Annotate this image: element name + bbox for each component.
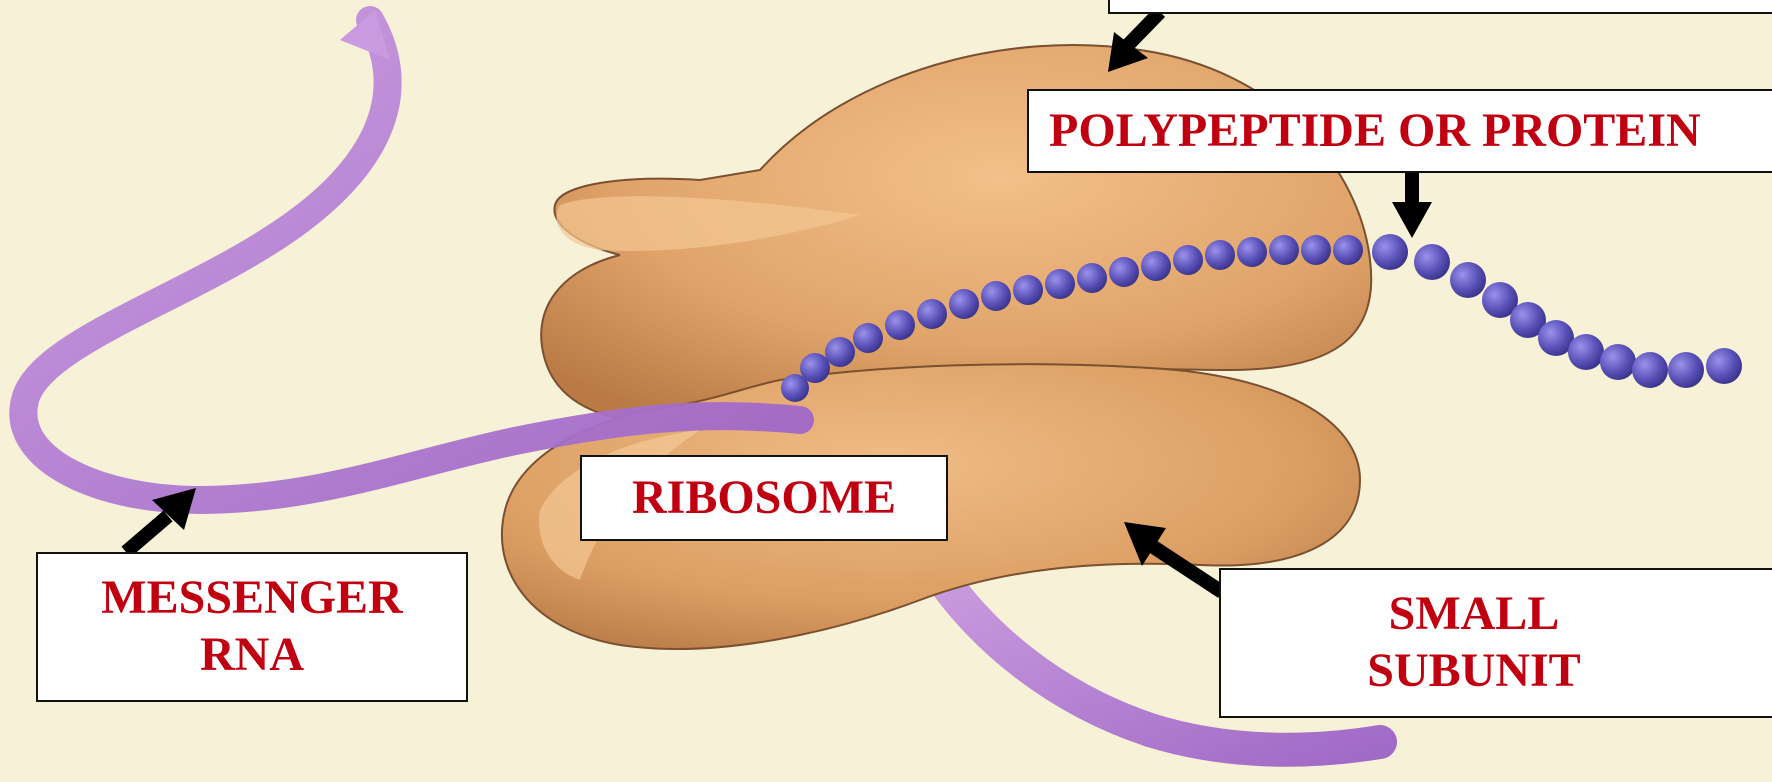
label-ribosome: RIBOSOME — [580, 455, 948, 541]
label-messenger-rna: MESSENGER RNA — [36, 552, 468, 702]
label-ribosome-text: RIBOSOME — [632, 470, 896, 527]
label-messenger-rna-text: MESSENGER RNA — [101, 570, 402, 683]
label-box-large-subunit — [1108, 0, 1772, 14]
label-small-subunit-text: SMALL SUBUNIT — [1367, 586, 1580, 699]
arrow-polypeptide — [1392, 172, 1432, 238]
label-polypeptide: POLYPEPTIDE OR PROTEIN — [1027, 89, 1772, 173]
label-polypeptide-text: POLYPEPTIDE OR PROTEIN — [1049, 103, 1701, 160]
label-small-subunit: SMALL SUBUNIT — [1219, 568, 1772, 718]
